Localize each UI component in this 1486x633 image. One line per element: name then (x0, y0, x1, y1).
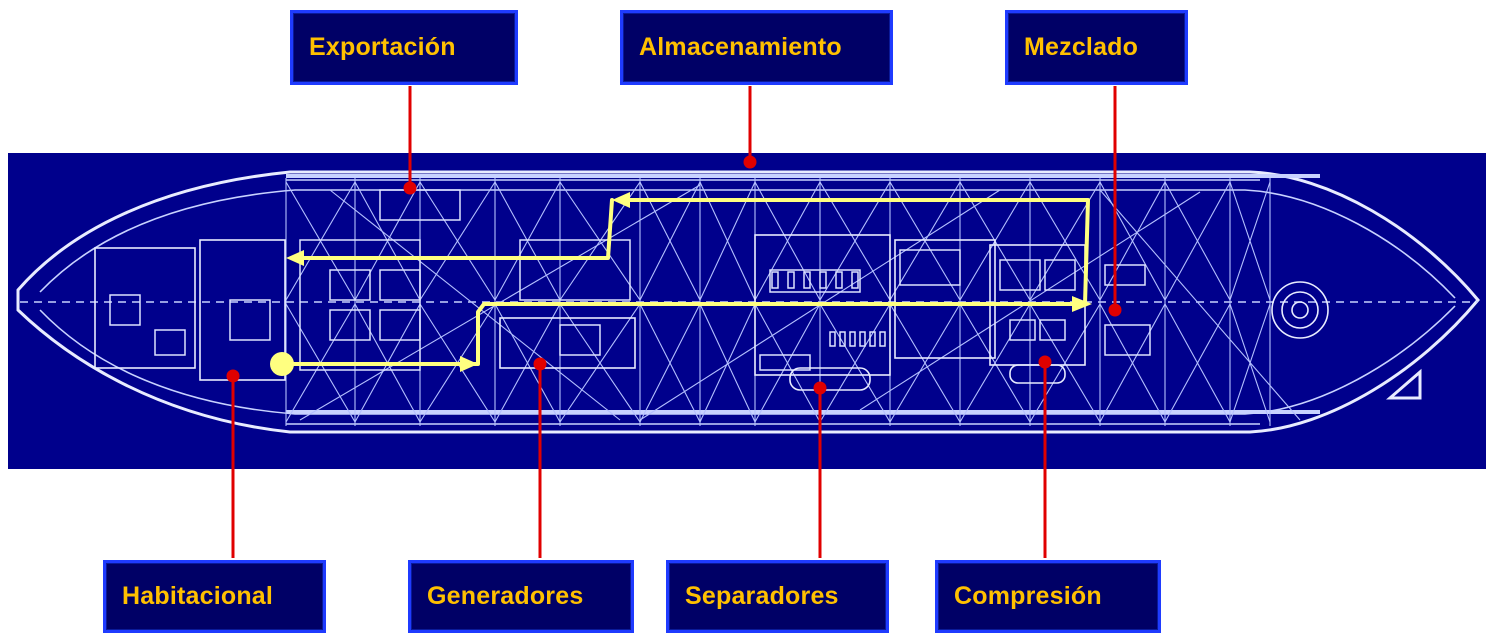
compartment (519, 239, 631, 301)
equipment-details (94, 234, 1422, 400)
instrument-mark (859, 331, 866, 347)
leader-dot (403, 181, 417, 195)
compartment (999, 259, 1041, 291)
compartment (229, 299, 271, 341)
compartment (759, 354, 811, 371)
hull-inner-lines (20, 174, 1478, 425)
instrument-mark (835, 271, 843, 289)
brace-line (559, 303, 641, 423)
instrument-mark (869, 331, 876, 347)
instrument-mark (849, 331, 856, 347)
accommodation-block (94, 247, 196, 369)
instrument-mark (771, 271, 779, 289)
label-exportacion: Exportación (290, 10, 518, 85)
label-separadores: Separadores (666, 560, 889, 633)
instrument-mark (829, 331, 836, 347)
instrument-mark (839, 331, 846, 347)
instrument-mark (851, 271, 859, 289)
label-compresion: Compresión (935, 560, 1161, 633)
compartment (1104, 324, 1151, 356)
flow-arrowhead-icon (460, 356, 478, 372)
process-module (894, 239, 996, 359)
brace-line (1229, 181, 1271, 301)
compartment (299, 239, 421, 371)
brace-line (959, 303, 1031, 423)
brace-line (419, 181, 496, 301)
instrument-mark (879, 331, 886, 347)
turret-circle (1271, 281, 1329, 339)
instrument-mark (803, 271, 811, 289)
compartment (769, 269, 861, 293)
turret-circle-inner (1281, 291, 1319, 329)
label-mezclado: Mezclado (1005, 10, 1188, 85)
separator-tank (789, 367, 871, 391)
compartment (109, 294, 141, 326)
generator-block (499, 317, 636, 369)
instrument-mark (819, 271, 827, 289)
compartment (899, 249, 961, 286)
label-generadores: Generadores (408, 560, 634, 633)
accommodation-block (199, 239, 286, 381)
compartment (379, 269, 421, 301)
brace-line (754, 303, 821, 423)
brace-line (1099, 303, 1166, 423)
label-almacenamiento: Almacenamiento (620, 10, 893, 85)
flow-arrowhead-icon (1072, 296, 1092, 312)
turret-circle-core (1291, 301, 1309, 319)
compartment (1039, 319, 1066, 341)
brace-line (1099, 181, 1166, 301)
compartment (379, 189, 461, 221)
brace-line (285, 181, 356, 301)
brace-line (494, 181, 561, 301)
leader-lines (226, 86, 1122, 558)
brace-line (699, 303, 756, 423)
compartment (559, 324, 601, 356)
brace-line (1029, 303, 1101, 423)
strake-line (329, 189, 621, 421)
hull-outline (16, 170, 1480, 434)
flow-arrowhead-icon (612, 192, 630, 208)
compartment (329, 269, 371, 301)
structural-grid (285, 178, 1301, 426)
compartment (379, 309, 421, 341)
leader-dot (226, 369, 240, 383)
brace-line (354, 181, 421, 301)
label-habitacional: Habitacional (103, 560, 326, 633)
leader-dot (1038, 355, 1052, 369)
strake-line (859, 191, 1201, 411)
leader-dot (1108, 303, 1122, 317)
compartment-outlines (109, 189, 1151, 371)
leader-dot (743, 155, 757, 169)
compartment (1104, 264, 1146, 286)
bow-marker (1385, 368, 1422, 400)
brace-line (1164, 303, 1231, 423)
blueprint-background (8, 153, 1486, 469)
compartment (1009, 319, 1036, 341)
leader-dot (533, 357, 547, 371)
compartment (1044, 259, 1076, 291)
brace-line (639, 303, 701, 423)
instrument-mark (787, 271, 795, 289)
compartment (329, 309, 371, 341)
brace-line (889, 303, 961, 423)
brace-line (1164, 181, 1231, 301)
leader-dot (813, 381, 827, 395)
flow-start-icon (270, 352, 294, 376)
flow-arrowhead-icon (286, 250, 304, 266)
strake-line (1099, 189, 1301, 421)
brace-line (494, 303, 561, 423)
brace-line (819, 303, 891, 423)
compartment (154, 329, 186, 356)
